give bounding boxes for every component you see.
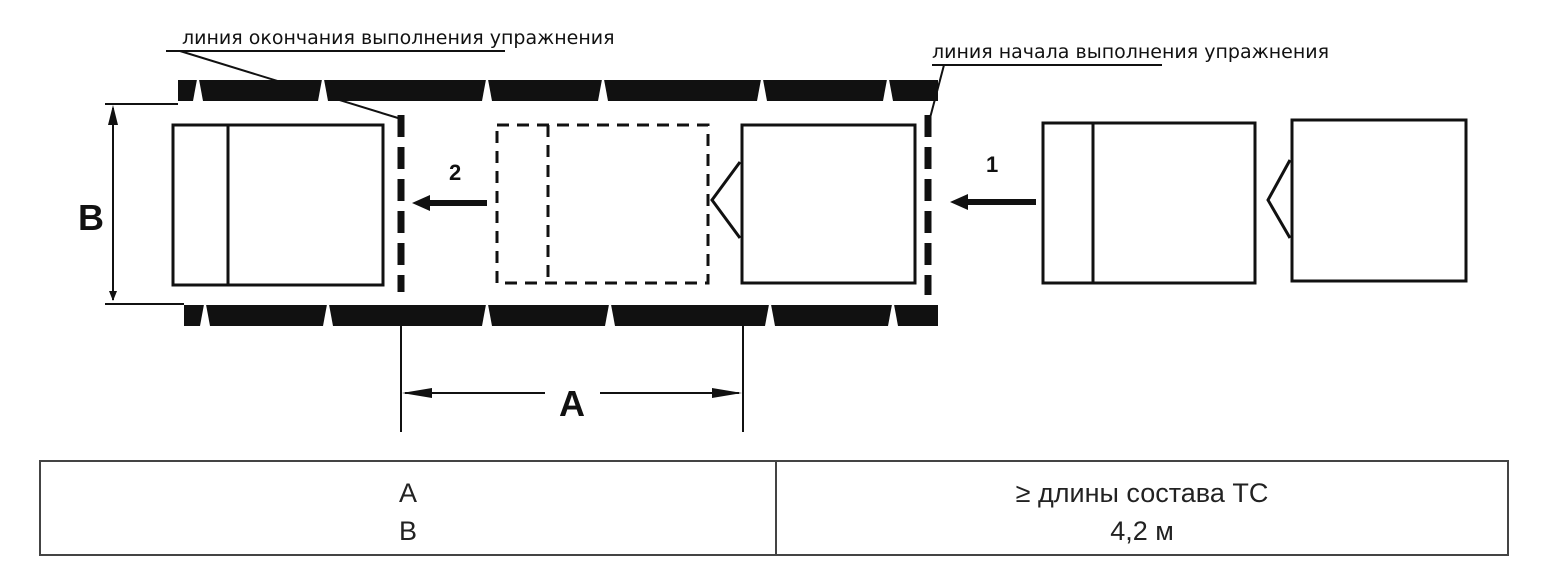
cone-icon <box>757 74 767 101</box>
vehicle-end-position <box>171 123 385 287</box>
dimensions-table: A ≥ длины состава ТС B 4,2 м <box>39 460 1509 556</box>
end-line-label: линия окончания выполнения упражнения <box>182 27 615 49</box>
dimension-a: A <box>400 326 744 432</box>
cone-icon <box>482 74 492 101</box>
cone-icon <box>888 299 898 326</box>
cone-icon <box>765 299 775 326</box>
direction-arrow-2: 2 <box>412 160 487 211</box>
table-cell-value: ≥ длины состава ТС <box>1016 478 1269 508</box>
cone-icon <box>193 74 203 101</box>
table-cell-value: 4,2 м <box>1110 516 1174 546</box>
direction-arrow-1: 1 <box>950 152 1036 210</box>
dimension-b: B <box>78 103 184 305</box>
cone-icon <box>318 74 328 101</box>
top-cone-boundary <box>178 74 938 101</box>
dimension-a-label: A <box>559 383 585 424</box>
cone-icon <box>883 74 893 101</box>
road-train-approaching <box>1041 118 1468 285</box>
cone-icon <box>598 74 608 101</box>
cone-icon <box>200 299 210 326</box>
table-cell-param: B <box>399 516 417 546</box>
bottom-cone-boundary <box>184 299 938 326</box>
dimension-b-label: B <box>78 197 104 238</box>
vehicle-start-position <box>710 123 917 285</box>
table-cell-param: A <box>399 478 417 508</box>
cone-icon <box>605 299 615 326</box>
start-line-label: линия начала выполнения упражнения <box>932 41 1329 63</box>
step-1-label: 1 <box>986 152 998 177</box>
vehicle-intermediate-position <box>495 123 710 285</box>
step-2-label: 2 <box>449 160 461 185</box>
cone-icon <box>323 299 333 326</box>
cone-icon <box>482 299 492 326</box>
